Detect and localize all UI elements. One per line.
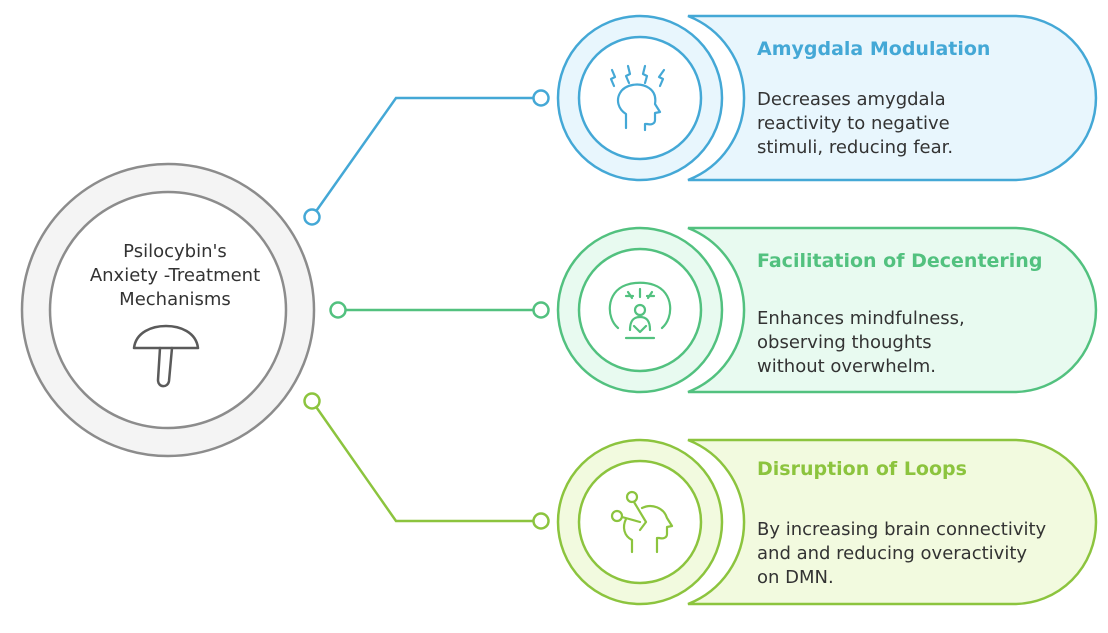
connector-amygdala [303, 89, 550, 226]
card-disruption-of-loops [556, 438, 1098, 606]
card-description-amygdala-modulation: Decreases amygdala reactivity to negativ… [757, 89, 954, 158]
card-amygdala-modulation [556, 14, 1098, 182]
card-description-disruption-of-loops: By increasing brain connectivity and and… [757, 519, 1047, 588]
card-title-disruption-of-loops: Disruption of Loops [757, 458, 967, 480]
card-title-amygdala-modulation: Amygdala Modulation [757, 38, 991, 60]
central-hub [20, 162, 316, 458]
mushroom-icon [132, 324, 200, 388]
meditating-person-icon [608, 281, 672, 340]
card-facilitation-of-decentering [556, 226, 1098, 394]
card-description-facilitation-of-decentering: Enhances mindfulness, observing thoughts… [757, 308, 965, 377]
head-lightning-icon [609, 64, 666, 132]
card-title-facilitation-of-decentering: Facilitation of Decentering [757, 250, 1043, 272]
connector-decentering [329, 301, 550, 319]
hub-title: Psilocybin's Anxiety -Treatment Mechanis… [89, 241, 261, 310]
head-connections-icon [610, 490, 674, 554]
connector-loops [303, 392, 550, 530]
